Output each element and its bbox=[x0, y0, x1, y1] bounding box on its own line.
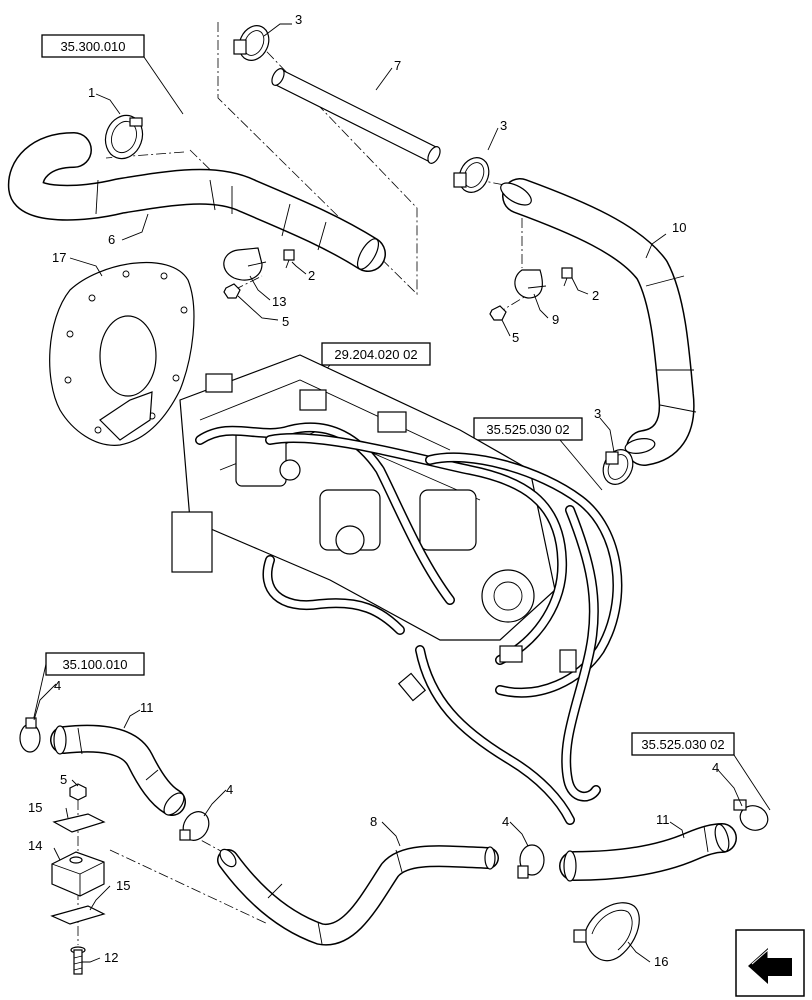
callout-3-middle: 3 bbox=[500, 118, 507, 133]
bolt-item-2-left[interactable] bbox=[283, 249, 295, 269]
callout-10: 10 bbox=[672, 220, 686, 235]
callout-2-right: 2 bbox=[592, 288, 599, 303]
callout-5-stack: 5 bbox=[60, 772, 67, 787]
reference-box-29-204-020-02[interactable]: 29.204.020 02 bbox=[321, 342, 431, 366]
clamp-item-1[interactable] bbox=[100, 110, 149, 164]
bolt-item-2-right[interactable] bbox=[561, 267, 573, 287]
nut-item-5-left[interactable] bbox=[223, 283, 241, 299]
callout-9: 9 bbox=[552, 312, 559, 327]
tube-item-7[interactable] bbox=[269, 67, 442, 166]
callout-3-right: 3 bbox=[594, 406, 601, 421]
callout-6: 6 bbox=[108, 232, 115, 247]
callout-1: 1 bbox=[88, 85, 95, 100]
callout-16: 16 bbox=[654, 954, 668, 969]
hose-item-11-left[interactable] bbox=[50, 724, 188, 818]
callout-12: 12 bbox=[104, 950, 118, 965]
callout-5-left: 5 bbox=[282, 314, 289, 329]
callout-5-right: 5 bbox=[512, 330, 519, 345]
hose-item-8[interactable] bbox=[217, 845, 499, 946]
callout-4-lower: 4 bbox=[502, 814, 509, 829]
reference-text: 35.300.010 bbox=[60, 39, 125, 54]
clamp-item-3-right[interactable] bbox=[598, 445, 639, 489]
nut-item-5-right[interactable] bbox=[489, 305, 507, 321]
clamp-item-4-lower[interactable] bbox=[517, 844, 545, 879]
reference-text: 35.525.030 02 bbox=[641, 737, 724, 752]
clamp-item-3-top[interactable] bbox=[233, 21, 275, 65]
reference-box-35-525-030-02-top[interactable]: 35.525.030 02 bbox=[473, 417, 583, 441]
callout-4-right: 4 bbox=[712, 760, 719, 775]
p-clamp-item-13[interactable] bbox=[223, 247, 267, 281]
clamp-block-item-14[interactable] bbox=[51, 851, 105, 897]
callout-2-left: 2 bbox=[308, 268, 315, 283]
arrow-icon[interactable] bbox=[735, 929, 805, 997]
clamp-item-4-right[interactable] bbox=[733, 799, 771, 834]
nut-item-5-stack[interactable] bbox=[69, 783, 87, 801]
reference-text: 29.204.020 02 bbox=[334, 347, 417, 362]
callout-7: 7 bbox=[394, 58, 401, 73]
callout-14: 14 bbox=[28, 838, 42, 853]
callout-3-top: 3 bbox=[295, 12, 302, 27]
callout-15-top: 15 bbox=[28, 800, 42, 815]
clamp-item-4-middle[interactable] bbox=[178, 807, 214, 845]
hose-item-11-right[interactable] bbox=[559, 823, 737, 882]
reference-box-35-300-010[interactable]: 35.300.010 bbox=[41, 34, 145, 58]
callout-11-right: 11 bbox=[656, 812, 670, 827]
flange-plate-item-17[interactable] bbox=[49, 261, 195, 446]
callout-8: 8 bbox=[370, 814, 377, 829]
hose-item-10[interactable] bbox=[497, 178, 697, 466]
callout-17: 17 bbox=[52, 250, 66, 265]
reference-box-35-525-030-02-bottom[interactable]: 35.525.030 02 bbox=[631, 732, 735, 756]
p-clamp-item-9[interactable] bbox=[514, 269, 547, 299]
callout-13: 13 bbox=[272, 294, 286, 309]
clamp-item-4-left[interactable] bbox=[19, 717, 41, 753]
reference-box-35-100-010[interactable]: 35.100.010 bbox=[45, 652, 145, 676]
bolt-item-12[interactable] bbox=[70, 946, 86, 975]
reference-text: 35.100.010 bbox=[62, 657, 127, 672]
clamp-item-3-middle[interactable] bbox=[453, 153, 495, 197]
callout-4-middle: 4 bbox=[226, 782, 233, 797]
callout-11-left: 11 bbox=[140, 700, 154, 715]
callout-15-bottom: 15 bbox=[116, 878, 130, 893]
plate-item-15-bottom[interactable] bbox=[50, 905, 106, 925]
reference-text: 35.525.030 02 bbox=[486, 422, 569, 437]
hose-item-6[interactable] bbox=[7, 132, 386, 272]
callout-leaders bbox=[33, 23, 743, 963]
callout-numbers: 1 3 7 3 6 10 17 2 13 5 2 9 5 3 4 11 5 15… bbox=[28, 12, 719, 969]
strap-clamp-item-16[interactable] bbox=[573, 902, 640, 962]
plate-item-15-top[interactable] bbox=[52, 813, 106, 833]
callout-4-left: 4 bbox=[54, 678, 61, 693]
hydraulic-pump-assembly[interactable] bbox=[171, 354, 623, 825]
